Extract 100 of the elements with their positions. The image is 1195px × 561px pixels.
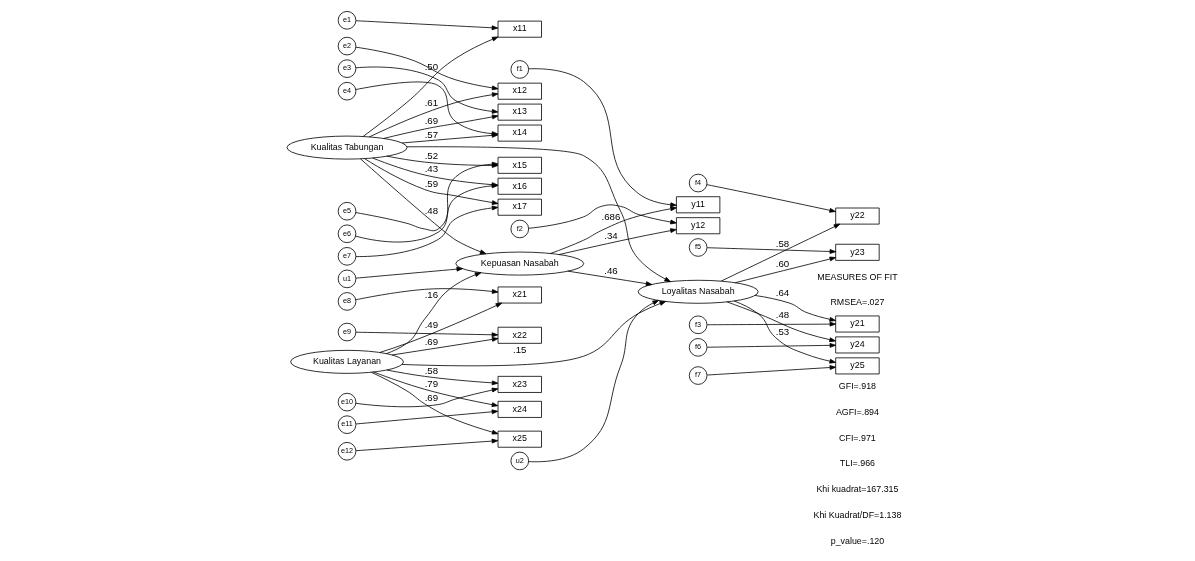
arrow	[734, 256, 837, 284]
label: MEASURES OF FIT	[817, 271, 898, 282]
arrow	[355, 266, 463, 279]
node-ellipse: Kualitas Layanan	[290, 349, 404, 374]
edge-label: .60	[775, 258, 790, 270]
node-box: x13	[497, 103, 542, 121]
edge-label: .69	[424, 114, 439, 126]
arrow	[733, 300, 836, 364]
arrow	[355, 205, 499, 257]
label: p_value=.120	[830, 535, 885, 546]
edge-label: .15	[513, 344, 527, 356]
edge-label: .16	[424, 288, 439, 300]
edge-label: .57	[424, 128, 439, 140]
node-circle: e7	[337, 247, 357, 266]
arrow	[706, 342, 837, 348]
node-circle: u1	[337, 269, 357, 289]
edge-label: .53	[775, 325, 790, 337]
arrow	[406, 146, 671, 283]
node-box: y23	[835, 243, 880, 261]
arrow	[355, 331, 499, 338]
arrow	[355, 66, 499, 114]
node-box: x14	[497, 124, 542, 142]
arrow	[528, 68, 677, 208]
arrow	[567, 270, 653, 286]
arrow	[706, 184, 836, 213]
node-circle: u2	[510, 451, 530, 471]
node-box: x12	[497, 82, 542, 100]
arrow	[391, 337, 499, 356]
arrow	[754, 295, 836, 322]
edge-label: .52	[424, 150, 439, 162]
node-box: x23	[497, 375, 542, 393]
edge-label: .34	[604, 230, 618, 242]
node-circle: e8	[337, 292, 357, 311]
node-box: x25	[497, 430, 542, 448]
node-circle: f3	[688, 315, 708, 335]
label: CFI=.971	[839, 432, 876, 443]
node-box: x22	[497, 326, 542, 344]
node-ellipse: Kualitas Tabungan	[286, 135, 408, 160]
node-box: y11	[676, 196, 721, 214]
arrow	[386, 369, 499, 386]
node-circle: e4	[337, 81, 357, 101]
node-box: y22	[835, 207, 880, 225]
label: AGFI=.894	[835, 406, 879, 417]
node-circle: e3	[337, 59, 357, 78]
edge-label: .79	[424, 377, 439, 389]
arrow	[385, 272, 482, 355]
edge-label: .48	[424, 205, 439, 217]
edge-label: .46	[604, 264, 618, 276]
node-circle: f5	[688, 238, 708, 257]
node-circle: e9	[337, 322, 357, 342]
edge-label: .59	[424, 177, 439, 189]
edge-label: .69	[424, 392, 439, 404]
arrow	[720, 223, 841, 282]
arrow	[370, 371, 499, 435]
node-box: x21	[497, 286, 542, 304]
edge-label: .58	[775, 238, 790, 250]
node-circle: e1	[337, 11, 357, 30]
node-circle: e5	[337, 201, 357, 221]
arrow	[706, 247, 837, 254]
node-box: y24	[835, 336, 880, 354]
arrow	[359, 158, 487, 255]
label: Khi kuadrat=167.315	[816, 484, 899, 495]
arrow	[355, 288, 499, 301]
arrow	[355, 409, 499, 425]
arrow	[558, 228, 677, 255]
node-circle: e11	[337, 415, 357, 434]
edge-label: .48	[775, 309, 790, 321]
label: RMSEA=.027	[830, 297, 885, 308]
arrow	[726, 301, 836, 343]
arrow	[355, 20, 499, 31]
arrow	[355, 46, 499, 91]
arrow	[550, 206, 677, 254]
arrow	[401, 301, 666, 367]
arrow	[355, 438, 499, 452]
node-circle: f1	[510, 60, 530, 79]
edge-label: .49	[424, 318, 439, 330]
node-box: y21	[835, 315, 880, 333]
node-circle: e10	[337, 392, 357, 412]
node-circle: e6	[337, 224, 357, 244]
label: GFI=.918	[838, 381, 877, 392]
arrow	[379, 302, 503, 353]
node-circle: e12	[337, 442, 357, 461]
node-box: x11	[497, 20, 542, 38]
node-circle: f6	[688, 338, 708, 357]
edge-label: .61	[424, 97, 439, 109]
arrow	[528, 204, 677, 229]
arrow	[373, 371, 499, 407]
node-box: x15	[497, 156, 542, 174]
label: TLI=.966	[839, 458, 876, 469]
edge-label: .69	[424, 336, 439, 348]
edge-label: .58	[424, 364, 439, 376]
node-circle: f2	[510, 219, 530, 239]
node-box: x16	[497, 177, 542, 195]
node-circle: f4	[688, 173, 708, 193]
edge-label: .50	[424, 60, 439, 72]
arrow	[706, 365, 837, 376]
edge-label: .64	[775, 287, 790, 299]
node-box: x24	[497, 400, 542, 418]
edge-label: .686	[601, 210, 621, 222]
node-circle: f7	[688, 366, 708, 385]
